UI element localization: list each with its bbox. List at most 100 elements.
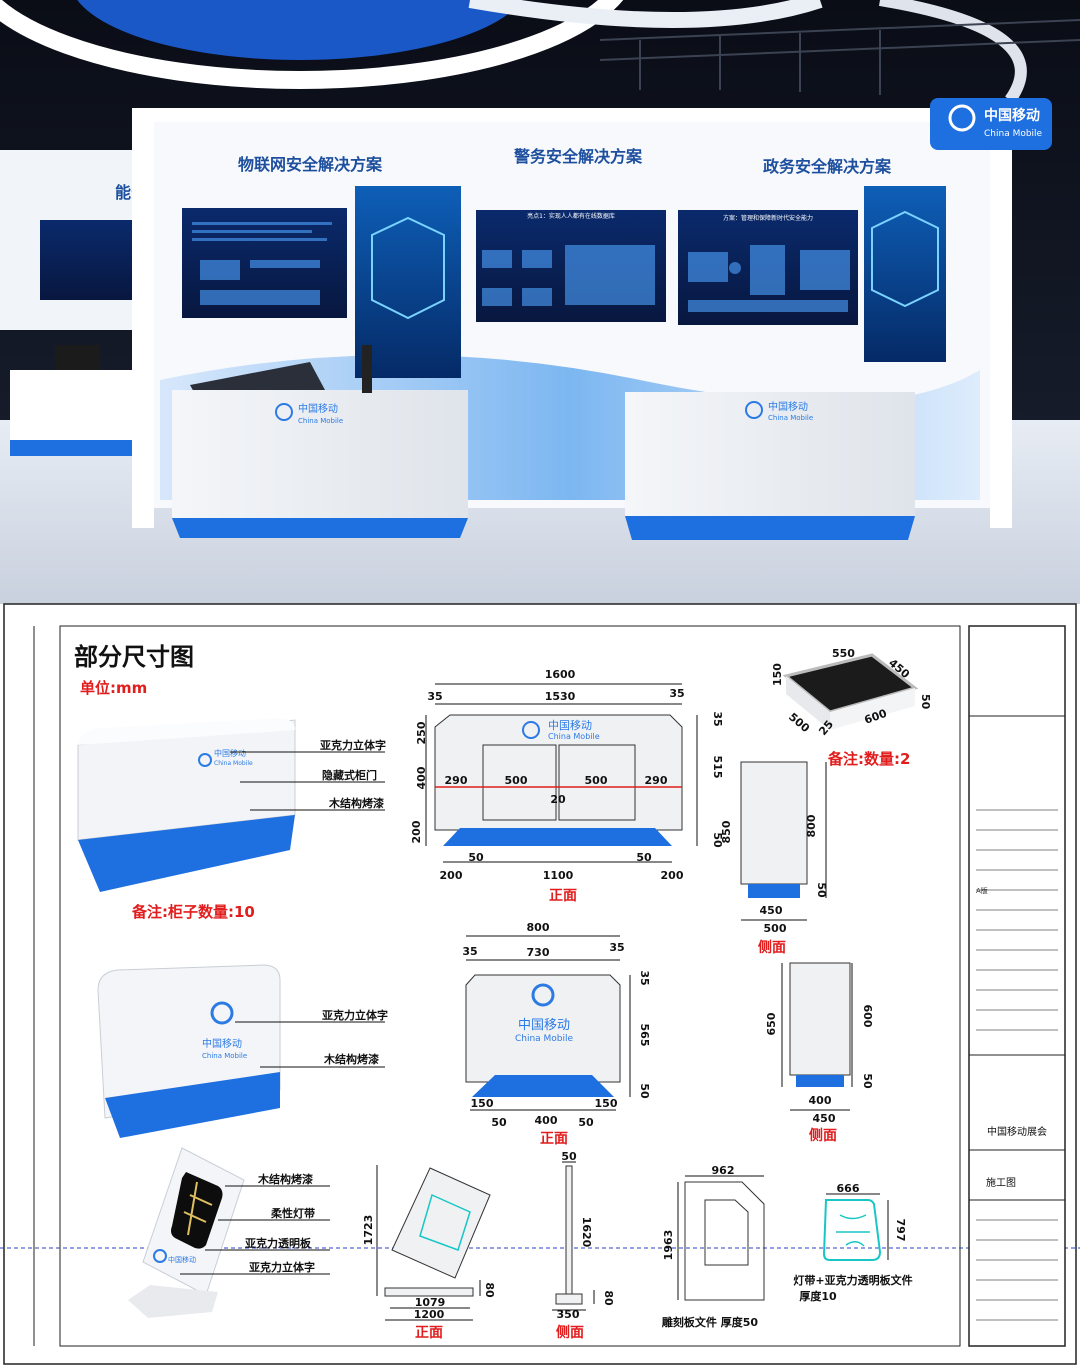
- counter-right-brand-en: China Mobile: [768, 414, 813, 422]
- tray-dim-1: 550: [832, 647, 855, 660]
- screen-iot-content: [192, 222, 332, 305]
- cabinet-large-front-view: 中国移动 China Mobile: [425, 683, 698, 863]
- panel-title-1: 物联网安全解决方案: [238, 155, 383, 174]
- cube-right-graphic: [871, 210, 939, 308]
- tray-3d: [782, 653, 919, 730]
- cabinet-large-leaders: [230, 751, 385, 811]
- drawing-inner-frame: [59, 625, 961, 1347]
- front-width-total: 1600: [545, 668, 576, 681]
- side-depth: 500: [764, 922, 787, 935]
- screen-gov-heading: 方案：管理和保障新时代安全能力: [723, 214, 813, 222]
- carve-height: 1963: [662, 1230, 675, 1261]
- sim-callout-4: 亚克力立体字: [249, 1260, 315, 1274]
- title-block-size: A版: [976, 886, 988, 895]
- screen-police-heading: 亮点1：实现人人都有在线数据库: [527, 212, 615, 220]
- small-base-4: 50: [578, 1116, 594, 1129]
- front-panel-1: 290: [445, 774, 468, 787]
- small-side-depth: 450: [813, 1112, 836, 1125]
- small-base-3: 400: [535, 1114, 558, 1127]
- small-front-brand-en: China Mobile: [515, 1034, 574, 1044]
- sim-front-view-label: 正面: [415, 1325, 443, 1341]
- phone-stand: [362, 345, 372, 393]
- small-base-5: 150: [595, 1097, 618, 1110]
- sim-carve-view: [677, 1175, 765, 1301]
- cabinet-small-front-view: 中国移动 China Mobile: [465, 935, 631, 1111]
- screen-cube-right: [864, 186, 946, 362]
- side-base-width: 450: [760, 904, 783, 917]
- sim-stand-3d: 中国移动: [128, 1147, 245, 1318]
- dimension-drawing: 部分尺寸图 单位:mm 中国移动 China Mobile 亚克力立体字 隐藏式…: [0, 603, 1080, 1365]
- drawing-title: 部分尺寸图: [74, 643, 194, 671]
- tray-note: 备注:数量:2: [827, 750, 910, 768]
- front-right-height-1: 35: [711, 711, 724, 726]
- front-right-height-2: 515: [711, 756, 724, 779]
- cube-left-graphic: [371, 216, 445, 320]
- sim-front-width-b: 1200: [414, 1308, 445, 1321]
- front-base-4: 50: [636, 851, 652, 864]
- sim-front-view: [376, 1165, 491, 1321]
- front-width-inner: 1530: [545, 690, 576, 703]
- strip-height: 797: [894, 1219, 907, 1242]
- small-chamfer-right: 35: [609, 941, 624, 954]
- small-front-logo-icon: [531, 983, 555, 1007]
- cabinet-large-brand-cn: 中国移动: [214, 748, 246, 758]
- side-height: 800: [805, 814, 818, 837]
- frame-right-post: [990, 108, 1012, 528]
- small-right-height-2: 565: [638, 1024, 651, 1047]
- exhibition-render: 能安 物联网安全解决方案 警务安全解决方案 政务安全解决方案 亮点1：实现人人都…: [0, 0, 1080, 604]
- front-height-2: 400: [415, 766, 428, 789]
- frame-top: [132, 108, 1012, 122]
- cabinet-large-callout-3: 木结构烤漆: [328, 796, 384, 810]
- front-base-5: 200: [661, 869, 684, 882]
- ceiling-ring: [0, 0, 624, 89]
- brand-badge-logo-icon: [948, 104, 976, 132]
- front-view-brand-cn: 中国移动: [548, 719, 592, 732]
- small-side-view-label: 侧面: [809, 1127, 837, 1144]
- left-laptop: [55, 345, 100, 370]
- sim-front-width-a: 1079: [415, 1296, 446, 1309]
- title-block-drawing-name: 施工图: [986, 1176, 1016, 1189]
- counter-left-brand-en: China Mobile: [298, 417, 343, 425]
- front-chamfer-left: 35: [427, 690, 442, 703]
- small-side-base-width: 400: [809, 1094, 832, 1107]
- small-side-inner-height: 600: [861, 1005, 874, 1028]
- small-side-base-height: 50: [861, 1073, 874, 1089]
- sim-front-height: 1723: [362, 1215, 375, 1246]
- left-counter-base: [10, 440, 150, 456]
- counter-left-brand-cn: 中国移动: [298, 402, 338, 415]
- front-base-1: 200: [440, 869, 463, 882]
- cabinet-small-3d: 中国移动 China Mobile: [97, 964, 281, 1138]
- title-block-project: 中国移动展会: [987, 1125, 1047, 1138]
- sim-stand-leaders: [180, 1185, 330, 1275]
- panel-title-3: 政务安全解决方案: [763, 157, 892, 176]
- ceiling-arc: [468, 0, 823, 28]
- ceiling-screen: [77, 0, 523, 60]
- sim-front-base-height: 80: [483, 1282, 496, 1298]
- cabinet-large-note: 备注:柜子数量:10: [131, 903, 255, 921]
- drawing-unit: 单位:mm: [80, 679, 147, 697]
- sim-side-top: 50: [561, 1150, 577, 1163]
- front-view-label: 正面: [549, 888, 577, 904]
- counter-right-brand-cn: 中国移动: [768, 400, 808, 413]
- sim-strip-view: [822, 1193, 889, 1261]
- cabinet-large-callout-1: 亚克力立体字: [320, 738, 386, 752]
- small-base-2: 50: [491, 1116, 507, 1129]
- sim-side-base-height: 80: [602, 1290, 615, 1306]
- cabinet-large-callout-2: 隐藏式柜门: [322, 768, 377, 782]
- counter-right: [625, 392, 915, 516]
- front-base-2: 50: [468, 851, 484, 864]
- front-panel-2: 500: [505, 774, 528, 787]
- cabinet-small-brand-cn: 中国移动: [202, 1037, 242, 1050]
- front-view-brand-en: China Mobile: [548, 732, 600, 741]
- small-width-total: 800: [527, 921, 550, 934]
- cabinet-large-brand-en: China Mobile: [214, 760, 253, 767]
- side-view-label: 侧面: [758, 939, 786, 956]
- screen-police-content: [482, 245, 655, 306]
- cabinet-small-side-view: [781, 962, 853, 1111]
- sim-callout-3: 亚克力透明板: [245, 1236, 312, 1250]
- brand-badge-en: China Mobile: [984, 129, 1043, 139]
- front-gap: 20: [550, 793, 566, 806]
- small-base-1: 150: [471, 1097, 494, 1110]
- brand-badge-cn: 中国移动: [984, 107, 1040, 124]
